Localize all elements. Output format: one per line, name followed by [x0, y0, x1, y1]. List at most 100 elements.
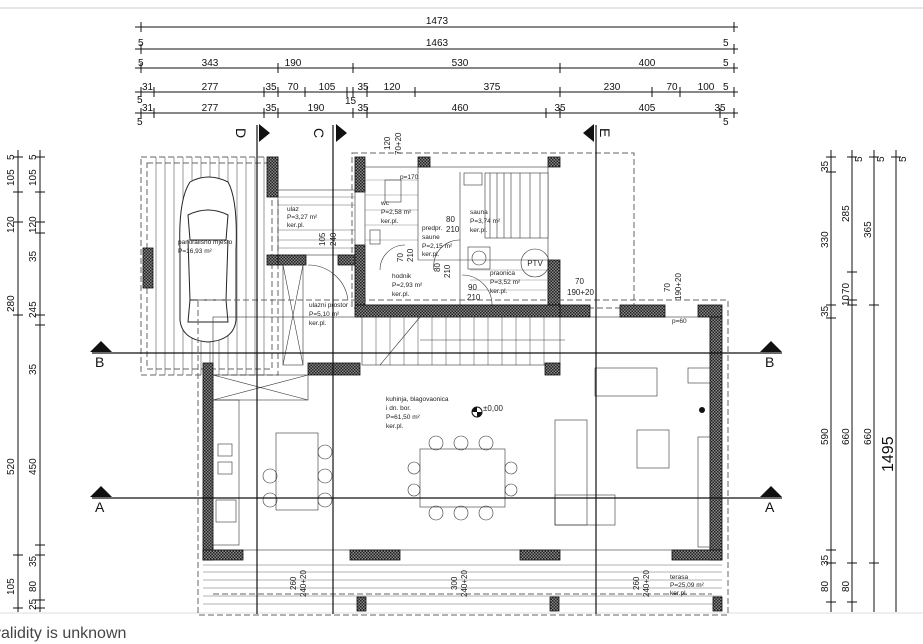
house-walls — [197, 299, 729, 616]
dim-label: 5 — [138, 38, 144, 49]
dim-label: 230 — [604, 82, 621, 93]
dim-label: 5 — [138, 58, 144, 69]
right-dimension-labels: 35 330 35 590 35 80 5 285 10 70 660 80 5… — [820, 156, 909, 592]
toilet-icon — [384, 179, 402, 203]
room-floor: ker.pl. — [422, 251, 440, 258]
kitchen-island — [275, 432, 319, 511]
dim-label: 35 — [820, 160, 831, 172]
furniture — [212, 367, 711, 548]
room-area: P=5,10 m² — [309, 311, 340, 318]
opening-dim: 70 — [575, 277, 584, 286]
right-dimension-lines — [826, 150, 901, 612]
opening-dim: 105 — [318, 232, 327, 246]
room-floor: ker.pl. — [287, 222, 305, 229]
dim-label: 31 — [142, 103, 154, 114]
dim-label: 120 — [384, 82, 401, 93]
entry-zone — [266, 189, 356, 366]
sofa — [554, 419, 588, 526]
dim-label: 35 — [28, 363, 39, 375]
room-name: saune — [422, 234, 440, 241]
dim-label: 5 — [876, 156, 887, 162]
dim-label: 460 — [452, 103, 469, 114]
top-dimension-lines — [135, 22, 738, 118]
dim-label: 5 — [898, 156, 909, 162]
room-name: terasa — [670, 574, 688, 581]
dim-label: 70 — [666, 82, 678, 93]
dining-table — [419, 448, 506, 508]
armchair — [594, 367, 658, 397]
room-area: P=2,15 m² — [422, 243, 453, 250]
room-area: P=3,52 m² — [490, 279, 521, 286]
kitchen-counter — [212, 399, 240, 546]
dim-label: 530 — [452, 58, 469, 69]
dim-label: 5 — [28, 154, 39, 160]
opening-dim: 70 — [396, 253, 405, 262]
dim-label: 1463 — [426, 38, 449, 49]
boiler-icon — [520, 248, 550, 278]
dim-label: 590 — [820, 428, 831, 445]
boiler-label: PTV — [527, 259, 543, 268]
opening-labels: 120 70+20 p=170 80 210 70 210 80 210 90 … — [289, 132, 687, 597]
opening-dim: 260 — [632, 576, 641, 590]
room-area: P=2,93 m² — [392, 282, 423, 289]
dim-label: 285 — [841, 205, 852, 222]
dim-label: 375 — [484, 82, 501, 93]
opening-dim: 80 — [446, 215, 455, 224]
dim-label: 15 — [345, 96, 357, 107]
room-area: P=61,50 m² — [386, 414, 421, 421]
dim-label: 190 — [285, 58, 302, 69]
dim-label: 5 — [723, 38, 729, 49]
section-label-b: B — [765, 354, 774, 370]
opening-dim: 70 — [663, 283, 672, 292]
room-name: i dn. bor. — [386, 405, 411, 412]
dim-label: 660 — [841, 428, 852, 445]
dim-total-width: 1473 — [426, 16, 449, 27]
dim-label: 80 — [841, 580, 852, 592]
dim-label: 35 — [357, 82, 369, 93]
section-label-b: B — [95, 354, 104, 370]
dim-label: 70 — [287, 82, 299, 93]
section-label-a: A — [95, 499, 105, 515]
dim-label: 450 — [28, 458, 39, 475]
opening-dim: 240+20 — [460, 570, 469, 597]
opening-dim: 210 — [446, 225, 460, 234]
terrace — [203, 564, 723, 612]
dim-label: 120 — [6, 216, 17, 233]
sink-icon — [217, 443, 233, 457]
opening-dim: 240+20 — [299, 570, 308, 597]
sauna-heater-icon — [463, 172, 483, 186]
room-name: kuhinja, blagovaonica — [386, 396, 449, 403]
dim-label: 190 — [308, 103, 325, 114]
room-area: P=25,09 m² — [670, 582, 705, 589]
left-dimension-labels: 5 105 120 280 520 105 5 105 120 35 245 3… — [6, 154, 39, 610]
room-name: wc — [380, 200, 390, 207]
dim-label: 35 — [820, 305, 831, 317]
dim-label: 100 — [698, 82, 715, 93]
dim-label: 35 — [28, 555, 39, 567]
dim-label: 35 — [265, 103, 277, 114]
section-arrow-icon — [259, 124, 270, 142]
carport — [140, 156, 279, 376]
room-floor: ker.pl. — [309, 320, 327, 327]
room-area: P=3,27 m² — [287, 214, 318, 221]
dim-label: 105 — [6, 169, 17, 186]
section-arrow-icon — [90, 486, 112, 497]
dim-label: 80 — [820, 580, 831, 592]
section-label-d: D — [233, 128, 249, 138]
car-icon — [179, 176, 237, 343]
dim-label: 400 — [639, 58, 656, 69]
opening-dim: 260 — [289, 576, 298, 590]
top-dimension-labels: 1473 5 1463 5 5 343 190 530 400 5 31 277… — [137, 16, 729, 128]
room-area: P=2,58 m² — [381, 209, 412, 216]
opening-dim: 90 — [468, 283, 477, 292]
room-name: praonica — [490, 270, 515, 277]
dim-label: 35 — [357, 103, 369, 114]
dim-total-height: 1495 — [880, 436, 897, 472]
dim-label: 70 — [841, 282, 852, 294]
elevation-label: ±0,00 — [483, 404, 504, 413]
dim-label: 80 — [28, 580, 39, 592]
section-label-a: A — [765, 499, 775, 515]
room-floor: ker.pl. — [386, 423, 404, 430]
opening-dim: 190+20 — [567, 288, 594, 297]
dim-label: 5 — [6, 154, 17, 160]
